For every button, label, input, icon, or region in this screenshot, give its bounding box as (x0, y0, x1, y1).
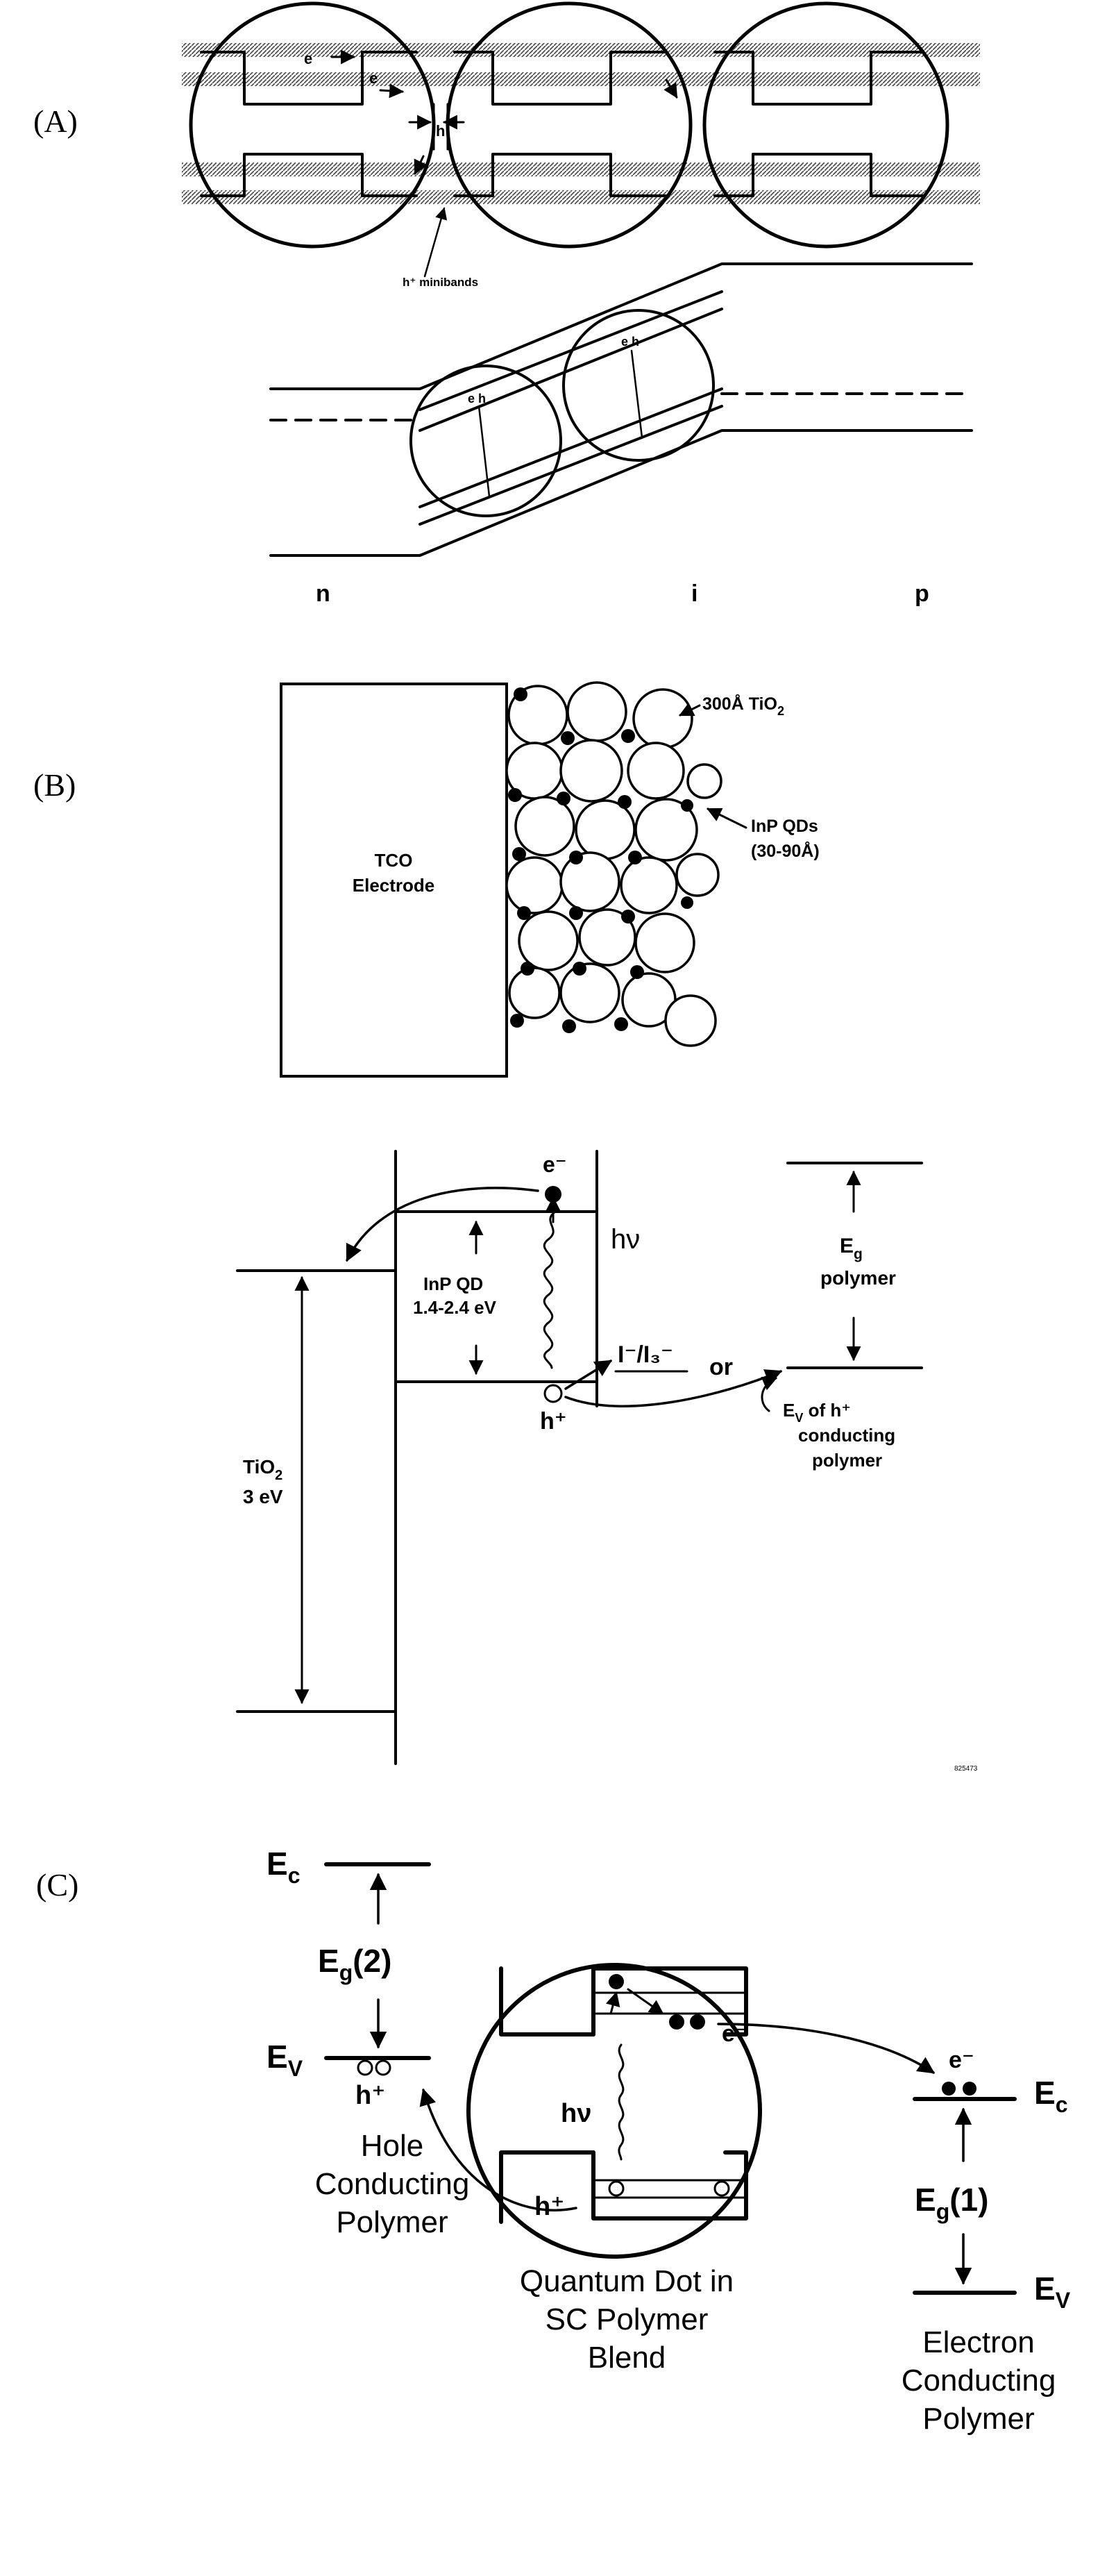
hole-polymer-caption: Hole Conducting Polymer (315, 2129, 470, 2239)
hole-transfer-arrow-polymer (564, 1369, 783, 1407)
svg-text:e h: e h (468, 392, 486, 405)
inp-callout-line2: (30-90Å) (751, 841, 820, 861)
junction-label-i: i (691, 580, 698, 607)
ec-left-label: Ec (267, 1846, 300, 1888)
tio2-callout-arrow (679, 703, 701, 717)
photon-wave (543, 1210, 557, 1369)
inp-qds (508, 687, 693, 1033)
panel-a: (A) e e h (33, 1, 980, 607)
electron-polymer-caption: Electron Conducting Polymer (902, 2325, 1056, 2436)
tio2-gap-value: 3 eV (243, 1486, 283, 1507)
ev-label: EV of h⁺ (783, 1400, 851, 1425)
ev-left-label: EV (267, 2039, 303, 2081)
qd-blend-caption-line3: Blend (588, 2341, 666, 2375)
dot-label-h: h (436, 122, 445, 140)
panel-c: (C) Ec Eg(2) EV h⁺ (36, 1846, 1071, 2436)
ec-right-label: Ec (1034, 2075, 1067, 2117)
miniband-stripes (182, 43, 980, 204)
ev-callout-arrow (761, 1376, 777, 1412)
eg2-label: Eg(2) (318, 1943, 391, 1985)
qd-label-line1: InP QD (423, 1273, 483, 1294)
electrode-label-line2: Electrode (353, 875, 435, 896)
tio2-particles (505, 681, 722, 1047)
ev-label-line2: conducting (798, 1425, 895, 1446)
svg-text:e h: e h (621, 335, 639, 349)
hole-dot-label: h⁺ (534, 2192, 564, 2221)
eg-polymer-label: polymer (820, 1267, 896, 1289)
electron-dot-label: e⁻ (722, 2021, 747, 2047)
panel-b-label: (B) (33, 767, 76, 803)
electron-polymer-caption-line2: Conducting (902, 2364, 1056, 2398)
miniband-label: h⁺ minibands (403, 276, 478, 289)
inp-callout-line1: InP QDs (751, 817, 818, 836)
miniband-pointer (423, 207, 448, 278)
qd-blend-caption-line1: Quantum Dot in (520, 2264, 734, 2298)
electron-dot (545, 1186, 561, 1203)
hole-circle (543, 1384, 563, 1403)
electron-label: e⁻ (543, 1152, 567, 1177)
qd-blend-caption: Quantum Dot in SC Polymer Blend (520, 2264, 734, 2375)
junction-label-p: p (915, 580, 929, 607)
qd-label-line2: 1.4-2.4 eV (413, 1297, 497, 1318)
qd-blend-caption-line2: SC Polymer (546, 2302, 709, 2336)
eg1-label: Eg(1) (915, 2182, 988, 2224)
dot-arrows (330, 49, 678, 175)
ev-right-label: EV (1034, 2270, 1071, 2313)
junction-label-n: n (316, 580, 330, 607)
hole-polymer-caption-line1: Hole (361, 2129, 424, 2163)
dot-well-profiles (200, 51, 924, 197)
tio2-gap-label: TiO2 (243, 1456, 282, 1483)
panel-a-label: (A) (33, 103, 78, 139)
nip-junction: e h e h (269, 262, 973, 557)
electrode-label-line1: TCO (375, 850, 413, 871)
dot-label-e1: e (304, 50, 312, 67)
hole-polymer-caption-line2: Conducting (315, 2167, 470, 2201)
hole-left-label: h⁺ (355, 2081, 385, 2110)
hole-transfer-arrow-redox (564, 1360, 613, 1390)
right-polymer-levels (913, 2082, 1017, 2295)
tio2-callout: 300Å TiO2 (702, 694, 784, 718)
photon-label-c: hν (561, 2099, 591, 2128)
hole-label: h⁺ (540, 1408, 567, 1435)
figure-code: 825473 (954, 1765, 978, 1773)
panel-c-label: (C) (36, 1867, 78, 1902)
or-label: or (709, 1354, 733, 1380)
inp-callout-arrow (707, 808, 747, 829)
hole-polymer-caption-line3: Polymer (336, 2205, 448, 2239)
left-polymer-levels (324, 1862, 431, 2076)
electron-polymer-caption-line1: Electron (922, 2325, 1034, 2359)
redox-label: I⁻/I₃⁻ (618, 1341, 673, 1368)
band-diagram (236, 1150, 923, 1765)
dot-label-e2: e (369, 69, 378, 87)
eg-label: Eg (840, 1235, 863, 1262)
qd-circle-c (419, 1963, 936, 2259)
ev-label-line3: polymer (812, 1450, 882, 1471)
panel-b: (B) TCO Electrode 300Å TiO2 InP QDs (30-… (33, 681, 978, 1773)
electron-right-label: e⁻ (949, 2047, 974, 2073)
electron-transfer-arrow (346, 1187, 539, 1262)
electron-polymer-caption-line3: Polymer (922, 2402, 1034, 2436)
photon-label: hν (611, 1224, 640, 1255)
quantum-dot-circles (189, 1, 949, 249)
